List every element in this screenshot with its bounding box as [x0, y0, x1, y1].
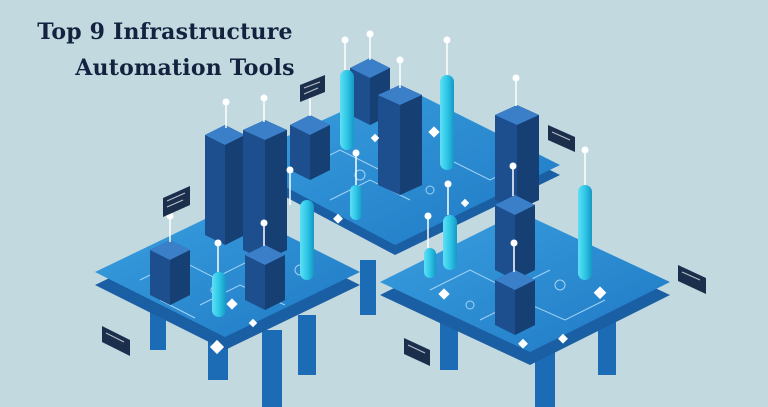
title-line-1: Top 9 Infrastructure — [37, 19, 293, 45]
antenna-pins — [166, 30, 589, 272]
cyan-pillars — [212, 70, 592, 317]
title-line-2: Automation Tools — [75, 55, 295, 81]
label-tags — [102, 75, 706, 366]
page-title: Top 9 Infrastructure Automation Tools — [0, 14, 330, 86]
server-towers — [150, 58, 539, 335]
